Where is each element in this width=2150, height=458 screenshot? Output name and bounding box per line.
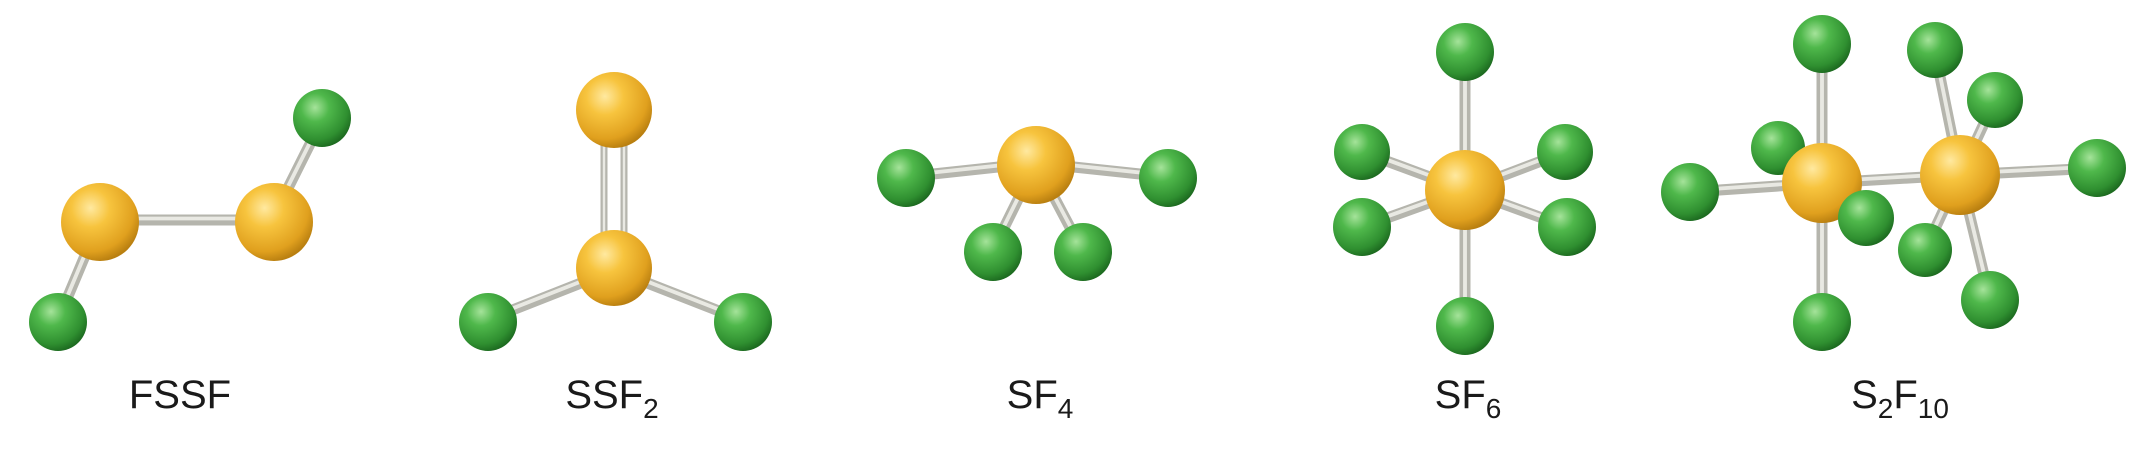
label-ssf2: SSF2: [565, 373, 659, 424]
s2f10-fluorine-atom: [2068, 139, 2126, 197]
ssf2-central-sulfur-atom: [576, 230, 652, 306]
label-s2f10: S2F10: [1851, 373, 1949, 424]
ssf2-terminal-sulfur-atom: [576, 72, 652, 148]
s2f10-fluorine-atom: [1907, 22, 1963, 78]
fssf-fluorine-atom: [29, 293, 87, 351]
s2f10-fluorine-atom: [1793, 293, 1851, 351]
ssf2-fluorine-atom: [714, 293, 772, 351]
s2f10-fluorine-atom: [1961, 271, 2019, 329]
s2f10-fluorine-atom: [1793, 15, 1851, 73]
sf6-fluorine-atom: [1538, 198, 1596, 256]
s2f10-fluorine-atom: [1661, 163, 1719, 221]
sf4-fluorine-atom: [1139, 149, 1197, 207]
sf6-fluorine-atom: [1537, 124, 1593, 180]
s2f10-fluorine-atom: [1967, 72, 2023, 128]
s2f10-fluorine-atom: [1838, 190, 1894, 246]
fssf-sulfur-atom: [61, 183, 139, 261]
sf6-fluorine-atom: [1334, 124, 1390, 180]
sf6-fluorine-atom: [1436, 23, 1494, 81]
s2f10-sulfur-atom: [1920, 135, 2000, 215]
label-sf4: SF4: [1006, 373, 1074, 424]
sf4-fluorine-atom: [964, 223, 1022, 281]
sf6-fluorine-atom: [1436, 297, 1494, 355]
sf4-fluorine-atom: [1054, 223, 1112, 281]
sf6-fluorine-atom: [1333, 198, 1391, 256]
s2f10-sulfur-atom: [1782, 143, 1862, 223]
sf6-sulfur-atom: [1425, 150, 1505, 230]
label-fssf: FSSF: [128, 373, 232, 417]
label-sf6: SF6: [1434, 373, 1502, 424]
sf4-sulfur-atom: [997, 126, 1075, 204]
fssf-sulfur-atom: [235, 183, 313, 261]
s2f10-fluorine-atom: [1898, 223, 1952, 277]
sf4-fluorine-atom: [877, 149, 935, 207]
ssf2-fluorine-atom: [459, 293, 517, 351]
fssf-fluorine-atom: [293, 89, 351, 147]
